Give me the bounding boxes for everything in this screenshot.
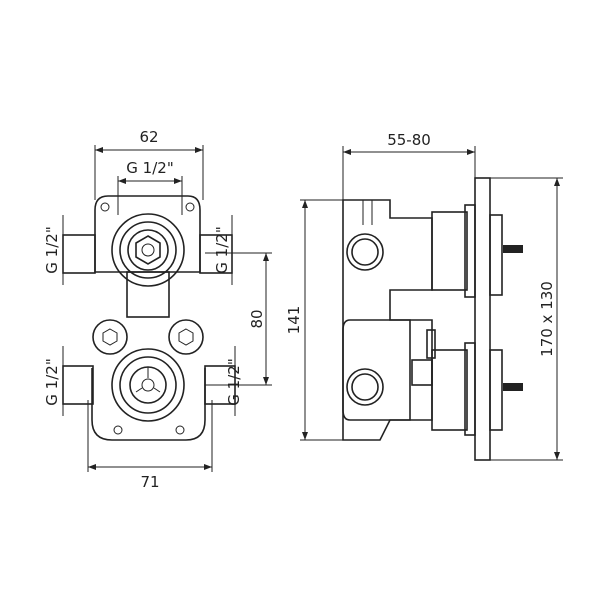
front-dimensions xyxy=(62,145,272,472)
dim-height: 141 xyxy=(285,306,303,335)
dim-thread-top: G 1/2" xyxy=(126,159,173,177)
dim-thread-upper-left: G 1/2" xyxy=(43,226,61,273)
lower-valve-outer xyxy=(111,348,185,422)
dim-width-bottom: 71 xyxy=(140,473,159,491)
front-view xyxy=(62,195,236,441)
dim-width-top: 62 xyxy=(139,128,158,146)
dim-depth: 55-80 xyxy=(387,131,431,149)
side-view xyxy=(342,177,523,461)
cover-plate xyxy=(474,177,491,461)
dim-thread-lower-right: G 1/2" xyxy=(225,358,243,405)
side-dimensions xyxy=(300,146,563,461)
dim-plate-size: 170 x 130 xyxy=(538,281,556,357)
dim-thread-lower-left: G 1/2" xyxy=(43,358,61,405)
dim-thread-upper-right: G 1/2" xyxy=(213,226,231,273)
dim-center-distance: 80 xyxy=(248,309,266,328)
upper-valve-outer xyxy=(111,213,185,287)
